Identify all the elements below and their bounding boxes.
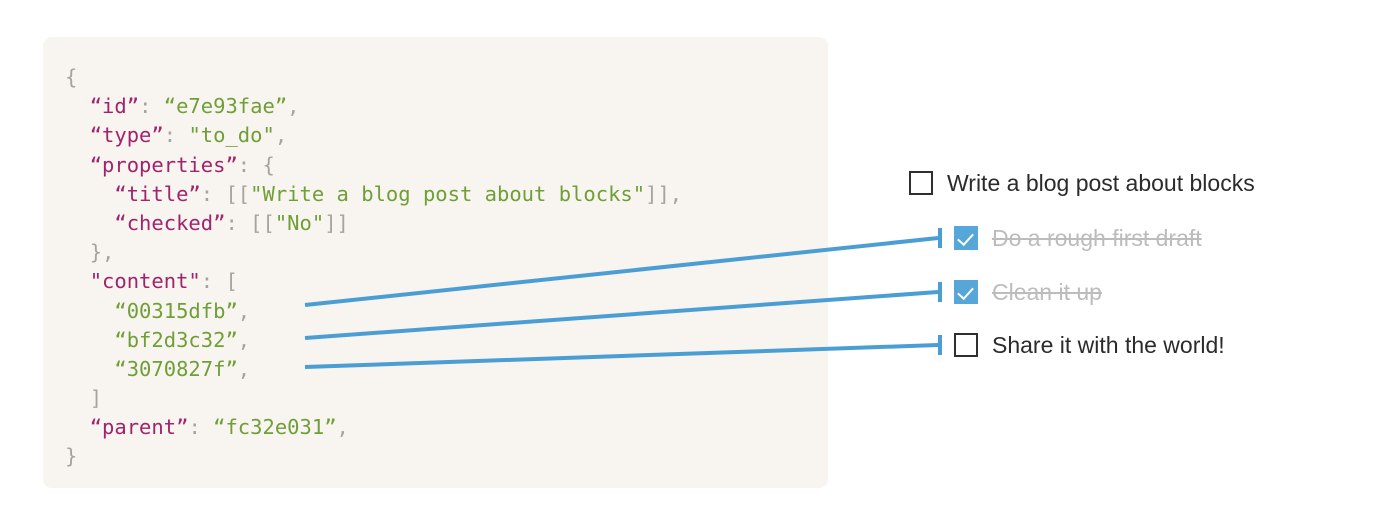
code-line: }, xyxy=(65,238,682,267)
code-token: “checked” xyxy=(114,210,226,235)
code-token: : [[ xyxy=(225,210,275,235)
code-token: : xyxy=(163,123,189,148)
code-token: “properties” xyxy=(89,152,238,177)
code-token: : [[ xyxy=(200,181,251,206)
checkbox-unchecked-icon[interactable] xyxy=(954,333,978,357)
code-line: } xyxy=(65,442,682,471)
code-token: { xyxy=(65,65,78,89)
code-line: "content": [ xyxy=(65,267,682,296)
json-code-panel: { “id”: “e7e93fae”, “type”: "to_do", “pr… xyxy=(43,37,828,488)
code-token: “e7e93fae” xyxy=(163,94,288,119)
checkbox-checked-icon[interactable] xyxy=(954,226,978,250)
code-token: "No" xyxy=(274,210,325,235)
code-token: “fc32e031” xyxy=(213,415,337,440)
code-token: "to_do" xyxy=(188,123,275,148)
checklist-item[interactable]: Write a blog post about blocks xyxy=(909,168,1255,198)
code-token: , xyxy=(287,94,300,119)
checklist-item[interactable]: Do a rough first draft xyxy=(954,223,1202,253)
code-line: “type”: "to_do", xyxy=(65,121,682,150)
code-token: ]] xyxy=(324,210,349,235)
code-line: “bf2d3c32”, xyxy=(65,326,682,355)
code-token: , xyxy=(237,327,251,352)
checklist-item[interactable]: Share it with the world! xyxy=(954,330,1225,360)
code-token: , xyxy=(237,356,251,381)
code-line: “properties”: { xyxy=(65,151,682,180)
code-token: "content" xyxy=(89,269,201,294)
code-line: “checked”: [["No"]] xyxy=(65,209,682,238)
code-token: “00315dfb” xyxy=(114,298,238,323)
code-line: “00315dfb”, xyxy=(65,297,682,326)
code-token: , xyxy=(336,415,349,440)
code-token: : [ xyxy=(200,269,238,294)
code-token: } xyxy=(65,444,78,469)
code-token: ]], xyxy=(645,181,683,206)
code-token: “type” xyxy=(89,123,164,148)
code-token: “bf2d3c32” xyxy=(114,327,238,352)
checkbox-checked-icon[interactable] xyxy=(954,280,978,304)
code-token: “3070827f” xyxy=(114,356,238,381)
code-line: ] xyxy=(65,384,682,413)
code-token: “title” xyxy=(114,181,201,206)
code-line: “parent”: “fc32e031”, xyxy=(65,413,682,442)
code-token: : xyxy=(139,94,164,119)
code-token: "Write a blog post about blocks" xyxy=(250,181,646,206)
checklist-item-label: Write a blog post about blocks xyxy=(947,169,1255,196)
checklist-item-label: Do a rough first draft xyxy=(992,224,1202,251)
checklist-item-label: Share it with the world! xyxy=(992,331,1225,358)
code-token: ] xyxy=(89,386,103,411)
json-code-text: { “id”: “e7e93fae”, “type”: "to_do", “pr… xyxy=(65,63,682,472)
code-token: “id” xyxy=(89,94,140,119)
checkbox-unchecked-icon[interactable] xyxy=(909,171,933,195)
checklist-item-label: Clean it up xyxy=(992,278,1102,305)
code-token: , xyxy=(274,123,288,148)
code-token: : { xyxy=(237,152,275,177)
code-line: “title”: [["Write a blog post about bloc… xyxy=(65,180,682,209)
code-line: “id”: “e7e93fae”, xyxy=(65,92,682,121)
code-token: : xyxy=(188,415,214,440)
code-line: { xyxy=(65,63,682,92)
code-line: “3070827f”, xyxy=(65,355,682,384)
checklist-item[interactable]: Clean it up xyxy=(954,277,1102,307)
code-token: , xyxy=(237,298,251,323)
code-token: “parent” xyxy=(89,415,189,440)
code-token: }, xyxy=(89,240,115,265)
